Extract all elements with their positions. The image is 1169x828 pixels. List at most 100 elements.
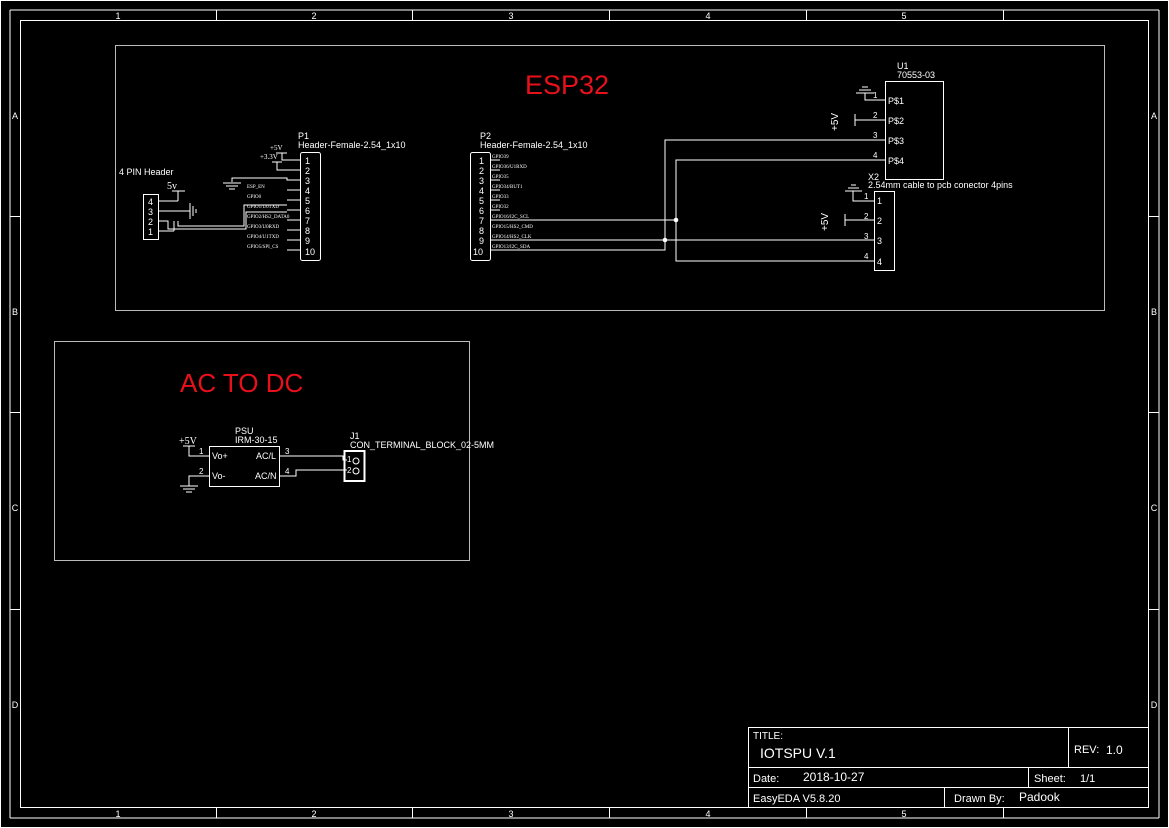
four-pin-header-title: 4 PIN Header	[119, 167, 174, 177]
p1-body	[300, 152, 321, 261]
esp32-section-title: ESP32	[525, 70, 609, 100]
u1-supply-label: +5V	[830, 113, 841, 131]
u1-pin-1: P$1	[888, 96, 904, 106]
title-block: TITLE: IOTSPU V.1 REV: 1.0 Date: 2018-10…	[748, 727, 1149, 808]
date-value: 2018-10-27	[803, 770, 865, 784]
row-label-left-c: C	[12, 503, 19, 513]
psu-pin-acl: AC/L	[256, 451, 276, 461]
col-label-top-4: 4	[705, 11, 710, 21]
p2-body	[470, 152, 491, 261]
p2-net-label: GPIO14/HS2_CLK	[492, 235, 532, 240]
psu-pin-num-2: 2	[199, 467, 204, 476]
p1-value: Header-Female-2.54_1x10	[298, 140, 406, 150]
drawn-by-label: Drawn By:	[954, 793, 1005, 805]
four-pin-header-pin-3: 3	[148, 207, 153, 217]
p2-pin-4: 4	[479, 186, 484, 196]
p1-pin-7: 7	[305, 216, 310, 226]
p1-net-label: GPIO2/HS2_DATA0	[247, 215, 290, 220]
p2-ref: P2	[480, 131, 491, 141]
u1-pin-num-1: 1	[873, 91, 878, 100]
p2-net-label: GPIO15/HS2_CMD	[492, 225, 533, 230]
p2-pin-6: 6	[479, 206, 484, 216]
u1-body	[885, 81, 944, 180]
p2-net-label: GPIO32	[492, 205, 509, 210]
col-label-bottom-4: 4	[705, 809, 710, 819]
p1-supply-33v: +3.3V	[260, 153, 278, 161]
psu-value: IRM-30-15	[235, 435, 278, 445]
p2-header: P2 Header-Female-2.54_1x10 1 2 3 4 5 6 7…	[470, 131, 588, 261]
rev-value: 1.0	[1106, 743, 1123, 757]
x2-connector: X2 2.54mm cable to pcb conector 4pins +5…	[820, 172, 1013, 271]
u1-pin-3: P$3	[888, 136, 904, 146]
row-label-right-d: D	[1151, 700, 1158, 710]
x2-ref: X2	[868, 172, 879, 182]
four-pin-header-pin-1: 1	[148, 227, 153, 237]
p1-net-label: GPIO1/U0TXD	[247, 205, 279, 210]
p1-supply-5v: +5V	[270, 144, 283, 152]
p1-header: P1 Header-Female-2.54_1x10 +5V +3.3V 1	[223, 131, 406, 261]
u1-value: 70553-03	[897, 70, 935, 80]
u1-pin-num-2: 2	[873, 111, 878, 120]
col-label-top-2: 2	[311, 11, 316, 21]
p2-pin-2: 2	[479, 166, 484, 176]
p2-net-label: GPIO39	[492, 155, 509, 160]
p2-net-label: GPIO33	[492, 195, 509, 200]
col-label-bottom-1: 1	[115, 809, 120, 819]
p2-net-label: GPIO13/I2C_SDA	[492, 245, 530, 250]
x2-pin-num-3: 3	[864, 232, 869, 241]
acdc-section-box	[54, 341, 470, 561]
x2-pin-num-2: 2	[864, 212, 869, 221]
title-value: IOTSPU V.1	[760, 745, 836, 761]
row-label-right-b: B	[1151, 307, 1157, 317]
p1-pin-6: 6	[305, 206, 310, 216]
psu-pin-vo-plus: Vo+	[212, 451, 228, 461]
p2-pin-9: 9	[479, 236, 484, 246]
j1-value: CON_TERMINAL_BLOCK_02-5MM	[350, 440, 494, 450]
row-label-left-b: B	[12, 307, 18, 317]
j1-pin-2: 2	[347, 466, 352, 475]
psu-pin-vo-minus: Vo-	[212, 471, 226, 481]
p1-net-label: GPIO5/SPI_CS	[247, 245, 279, 250]
row-label-left-d: D	[12, 700, 19, 710]
row-label-right-c: C	[1151, 503, 1158, 513]
col-label-top-1: 1	[115, 11, 120, 21]
row-label-right-a: A	[1151, 111, 1157, 121]
four-pin-header-body	[143, 194, 159, 240]
p2-net-label: GPIO16/I2C_SCL	[492, 215, 529, 220]
title-label: TITLE:	[753, 731, 783, 742]
ground-icon	[183, 203, 197, 219]
p2-pin-10: 10	[473, 247, 483, 257]
p2-pin-7: 7	[479, 216, 484, 226]
esp32-section-box	[115, 45, 1105, 311]
p1-net-label: GPIO0	[247, 195, 262, 200]
rev-label: REV:	[1074, 744, 1099, 756]
four-pin-header-pin-4: 4	[148, 197, 153, 207]
p1-ref: P1	[298, 131, 309, 141]
tool-version: EasyEDA V5.8.20	[753, 793, 840, 805]
p1-pin-10: 10	[305, 247, 315, 257]
junction-dot	[673, 217, 679, 223]
p1-net-label: GPIO3/U0RXD	[247, 225, 280, 230]
p1-net-label: ESP_EN	[247, 185, 265, 190]
col-label-bottom-3: 3	[508, 809, 513, 819]
x2-pin-3: 3	[877, 236, 882, 246]
terminal-screw-icon	[352, 467, 360, 475]
j1-pin-1: 1	[347, 455, 352, 464]
p2-pin-5: 5	[479, 196, 484, 206]
x2-pin-1: 1	[877, 196, 882, 206]
p2-net-label: GPIO34/BUT1	[492, 185, 523, 190]
p2-pin-3: 3	[479, 176, 484, 186]
sheet-label: Sheet:	[1034, 773, 1066, 785]
four-pin-header-pin-2: 2	[148, 217, 153, 227]
u1-pin-num-3: 3	[873, 131, 878, 140]
psu-pin-num-1: 1	[199, 447, 204, 456]
j1-ref: J1	[350, 431, 360, 441]
x2-pin-2: 2	[877, 216, 882, 226]
four-pin-header: 4 PIN Header 5v 4 3 2 1	[119, 167, 287, 240]
junction-dot	[662, 237, 668, 243]
p1-pin-8: 8	[305, 226, 310, 236]
p1-pin-1: 1	[305, 156, 310, 166]
date-label: Date:	[753, 773, 779, 785]
